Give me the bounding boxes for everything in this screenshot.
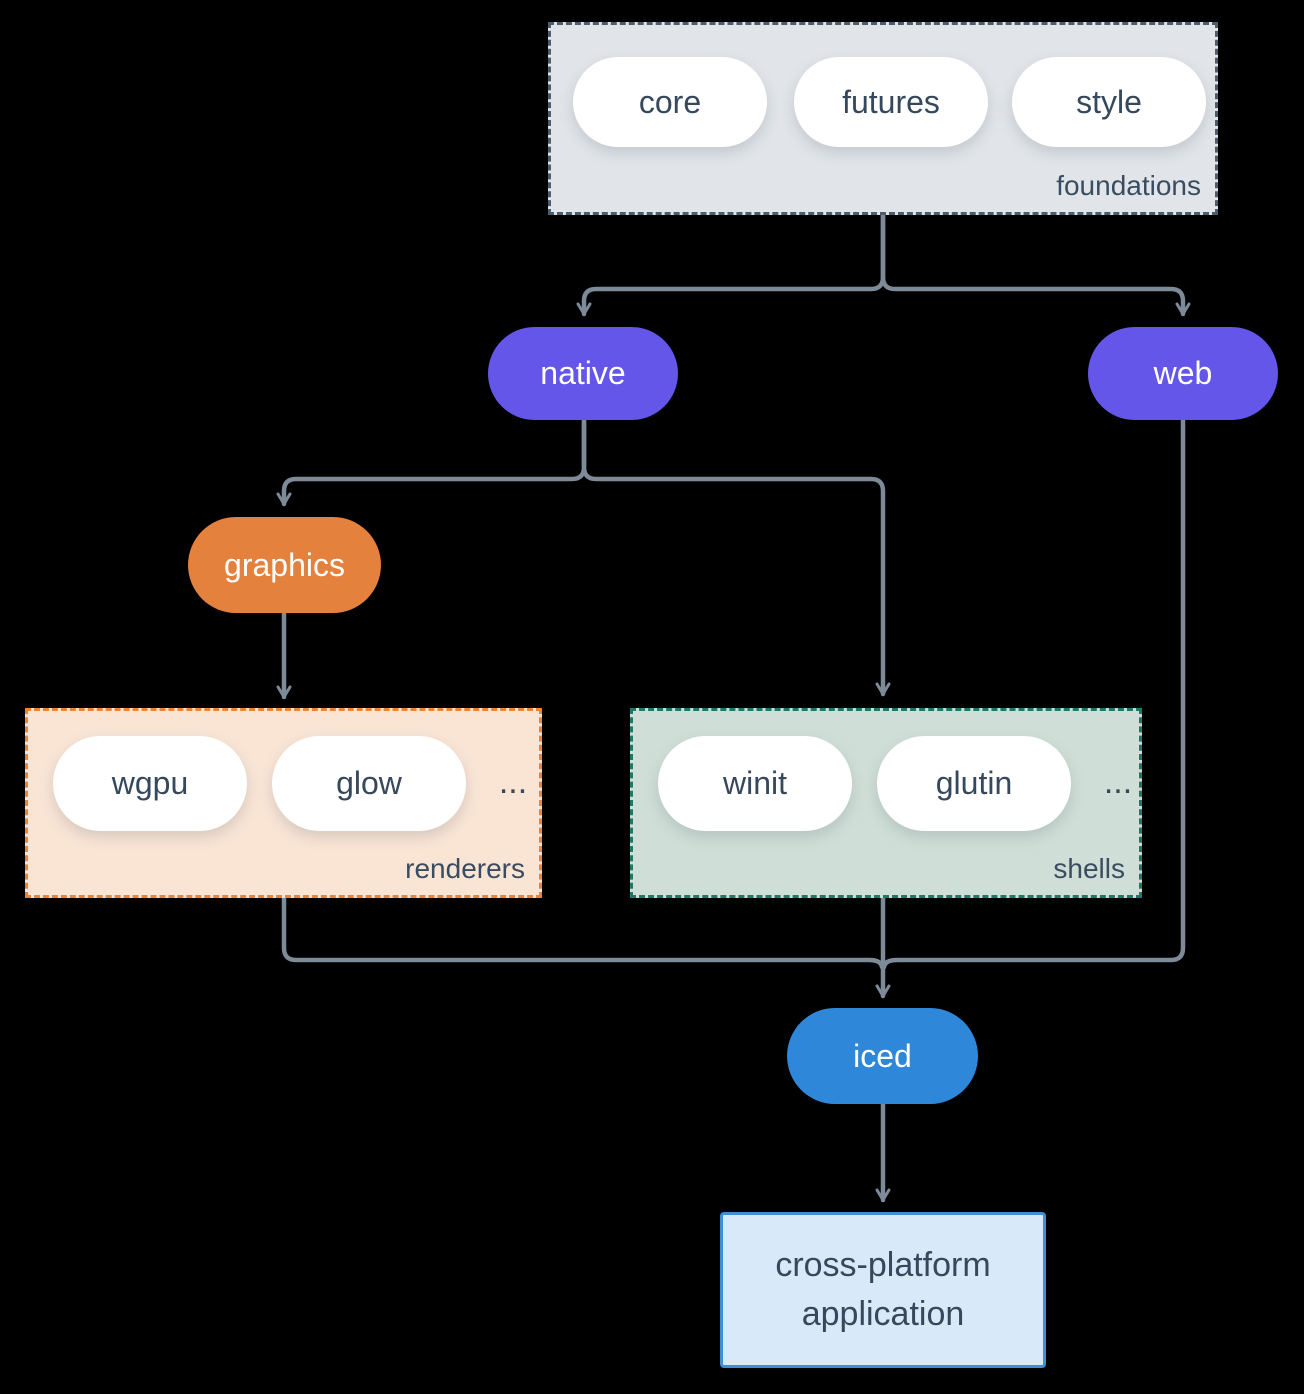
node-native: native <box>488 327 678 420</box>
pill-style: style <box>1012 57 1206 147</box>
pill-glutin: glutin <box>877 736 1071 831</box>
edge-renderers-to-merge <box>281 895 885 970</box>
group-shells: winit glutin ... shells <box>630 708 1142 898</box>
node-graphics: graphics <box>188 517 381 613</box>
pill-futures: futures <box>794 57 988 147</box>
app-line2: application <box>801 1295 965 1333</box>
edge-foundations-to-native <box>576 212 886 317</box>
pill-core: core <box>573 57 767 147</box>
pill-winit: winit <box>658 736 852 831</box>
node-iced: iced <box>787 1008 978 1104</box>
renderers-ellipsis: ... <box>498 763 528 801</box>
node-web: web <box>1088 327 1278 420</box>
renderers-label: renderers <box>405 853 525 884</box>
group-renderers: wgpu glow ... renderers <box>25 708 542 898</box>
pill-wgpu: wgpu <box>53 736 247 831</box>
edge-native-to-shells <box>581 417 891 697</box>
group-foundations: core futures style foundations <box>548 22 1218 215</box>
edge-native-to-graphics <box>276 417 587 507</box>
edge-web-to-merge <box>881 417 1186 970</box>
app-box: cross-platform application <box>720 1212 1046 1368</box>
pill-glow: glow <box>272 736 466 831</box>
shells-label: shells <box>1053 853 1125 884</box>
edge-foundations-to-web <box>880 212 1191 317</box>
foundations-label: foundations <box>1056 170 1201 201</box>
shells-ellipsis: ... <box>1103 763 1133 801</box>
app-line1: cross-platform <box>775 1246 991 1284</box>
